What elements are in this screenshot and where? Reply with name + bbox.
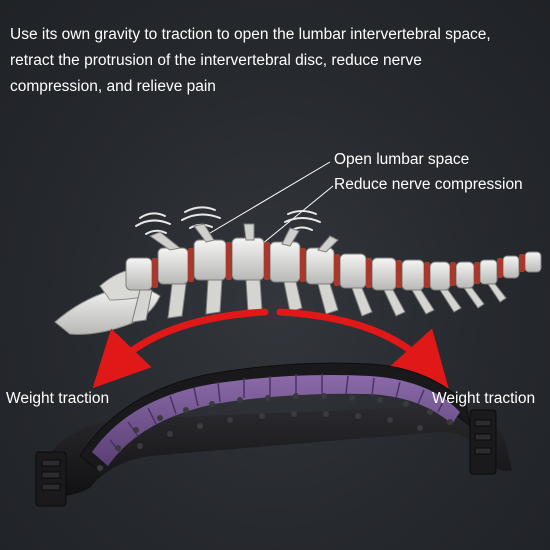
red-curved-arrow-icon <box>92 308 449 389</box>
weight-traction-right-label: Weight traction <box>432 390 536 407</box>
spine-illustration <box>54 223 542 335</box>
headline-line-1: Use its own gravity to traction to open … <box>10 26 491 43</box>
callout-open-lumbar-space: Open lumbar space <box>334 151 470 168</box>
headline-line-2: retract the protrusion of the interverte… <box>10 52 422 69</box>
back-stretcher-device <box>35 362 512 507</box>
headline-line-3: compression, and relieve pain <box>10 78 216 95</box>
callout-reduce-nerve-compression: Reduce nerve compression <box>334 176 523 193</box>
weight-traction-left-label: Weight traction <box>6 390 110 407</box>
headline: Use its own gravity to traction to open … <box>10 22 540 100</box>
